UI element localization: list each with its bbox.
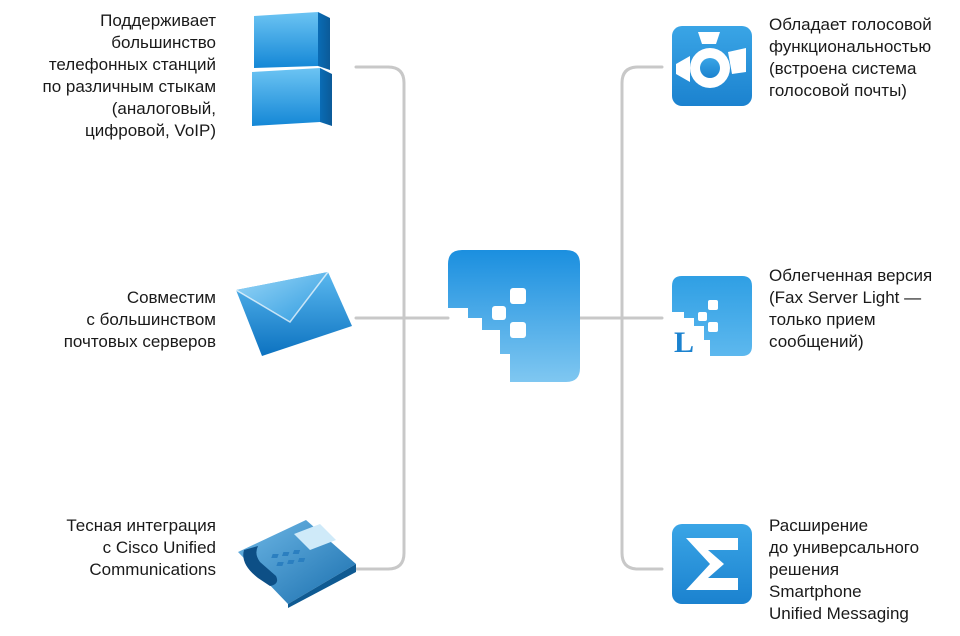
- envelope-icon: [235, 271, 352, 356]
- sigma-icon: [672, 524, 752, 604]
- fax-light-badge: L: [674, 326, 694, 356]
- voice-reel-icon: [672, 26, 752, 106]
- fax-light-icon: L: [672, 276, 752, 356]
- stacked-blocks-icon: [252, 12, 332, 126]
- left-label-pbx-support: Поддерживает большинство телефонных стан…: [42, 11, 216, 140]
- desk-phone-icon: [238, 520, 356, 608]
- right-label-smartphone: Расширение до универсального решения Sma…: [769, 516, 920, 623]
- left-label-mail-servers: Совместим с большинством почтовых сервер…: [63, 288, 216, 351]
- right-label-voice: Обладает голосовой функциональностью (вс…: [769, 15, 932, 100]
- left-label-cisco: Тесная интеграция с Cisco Unified Commun…: [66, 516, 216, 579]
- right-label-light: Облегченная версия (Fax Server Light — т…: [769, 266, 933, 351]
- fax-server-logo-icon: [448, 250, 580, 382]
